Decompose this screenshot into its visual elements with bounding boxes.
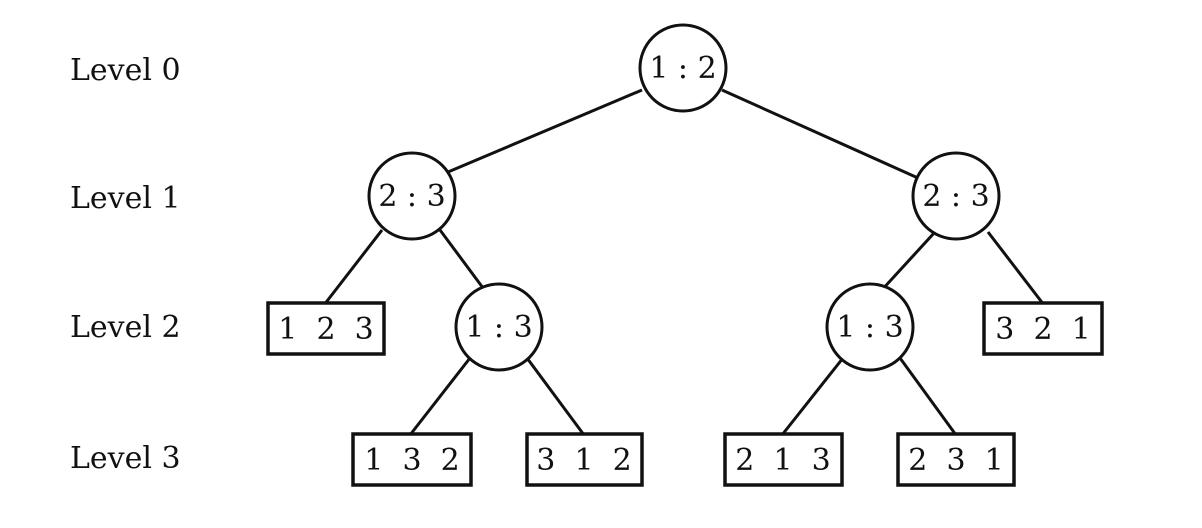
leaf-231: 2 3 1 (896, 432, 1016, 487)
leaf-312: 3 1 2 (525, 432, 644, 487)
edge-root-right (721, 88, 919, 180)
level-0-label: Level 0 (70, 53, 181, 88)
node-right-l1: 2 : 3 (911, 151, 1001, 241)
edge-leftl2-leaf312 (525, 357, 586, 436)
node-right-l2-label: 1 : 3 (836, 310, 903, 345)
node-root-label: 1 : 2 (649, 51, 716, 86)
leaf-132: 1 3 2 (351, 432, 473, 487)
leaf-321: 3 2 1 (982, 301, 1104, 356)
edge-rightl2-leaf231 (898, 357, 958, 436)
edge-left-leaf123 (322, 229, 384, 306)
edge-right-rightl2 (878, 230, 937, 294)
leaf-213: 2 1 3 (723, 432, 844, 487)
leaf-213-label: 2 1 3 (735, 443, 830, 478)
node-left-l2-label: 1 : 3 (465, 310, 532, 345)
edge-root-left (447, 88, 643, 174)
leaf-231-label: 2 3 1 (908, 443, 1003, 478)
level-1-label: Level 1 (70, 181, 181, 216)
leaf-123-label: 1 2 3 (278, 312, 373, 347)
leaf-123: 1 2 3 (266, 301, 386, 356)
node-left-l1-label: 2 : 3 (378, 179, 445, 214)
leaf-312-label: 3 1 2 (536, 443, 631, 478)
edge-rightl2-leaf213 (780, 357, 845, 436)
leaf-321-label: 3 2 1 (995, 312, 1090, 347)
node-left-l2: 1 : 3 (454, 282, 544, 372)
edge-right-leaf321 (986, 231, 1046, 306)
edge-leftl2-leaf132 (408, 357, 472, 436)
node-left-l1: 2 : 3 (367, 151, 457, 241)
node-right-l2: 1 : 3 (825, 282, 915, 372)
node-right-l1-label: 2 : 3 (922, 179, 989, 214)
level-3-label: Level 3 (70, 441, 181, 476)
level-2-label: Level 2 (70, 310, 181, 345)
edge-left-leftl2 (438, 229, 488, 293)
node-root: 1 : 2 (638, 23, 728, 113)
leaf-132-label: 1 3 2 (364, 443, 459, 478)
